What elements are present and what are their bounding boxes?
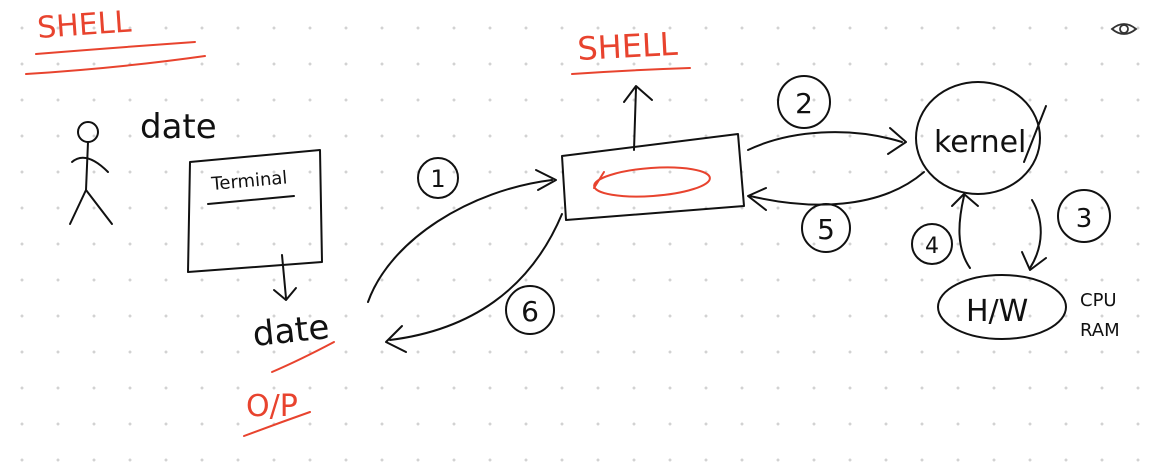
user-command-text: date [140,107,217,147]
arrow-step-1: 1 [367,157,557,303]
left-shell-title-text: SHELL [36,4,132,45]
center-shell-title-text: SHELL [576,25,678,68]
kernel-node: kernel [915,81,1047,195]
left-shell-title: SHELL [25,4,206,75]
step-2-circle [777,75,831,129]
step-1-circle [417,157,459,199]
step-4-circle [911,223,953,265]
shell-process-ellipse [593,166,711,198]
eye-icon [1110,23,1138,35]
arrow-step-2: 2 [747,75,907,155]
output-group: date O/P [243,307,335,437]
step-3-label: 3 [1076,204,1093,234]
output-label-text: O/P [246,389,298,424]
step-6-label: 6 [521,295,539,328]
terminal-to-output-arrow [281,254,287,299]
kernel-label: kernel [934,125,1026,160]
arrow-step-4: 4 [911,193,979,269]
shell-box [561,85,745,221]
center-shell-title: SHELL [571,25,691,75]
step-3-circle [1057,189,1111,243]
center-title-underline [571,67,691,75]
ram-label: RAM [1080,320,1120,341]
step-2-label: 2 [795,87,813,120]
step-6-circle [505,285,555,335]
step-1-label: 1 [430,165,445,193]
output-label-underline [243,411,311,437]
arrow-step-3: 3 [1021,189,1111,271]
terminal-label: Terminal [210,167,289,195]
view-toggle-button[interactable] [1108,16,1140,42]
left-title-underline-2 [25,55,206,75]
hardware-node: H/W CPU RAM [937,274,1120,341]
terminal-window: Terminal [187,149,323,301]
user-stick-figure [69,121,113,225]
arrow-step-5: 5 [747,171,925,253]
step-5-label: 5 [817,213,835,246]
step-4-label: 4 [925,234,939,259]
cpu-label: CPU [1080,290,1117,311]
hardware-label: H/W [966,294,1028,329]
left-title-underline-1 [35,41,196,55]
arrow-step-6: 6 [385,213,563,353]
terminal-label-underline [207,195,295,205]
output-value-underline [271,341,335,373]
output-value-text: date [251,307,331,355]
shell-up-arrow [633,87,637,151]
step-5-circle [801,203,851,253]
